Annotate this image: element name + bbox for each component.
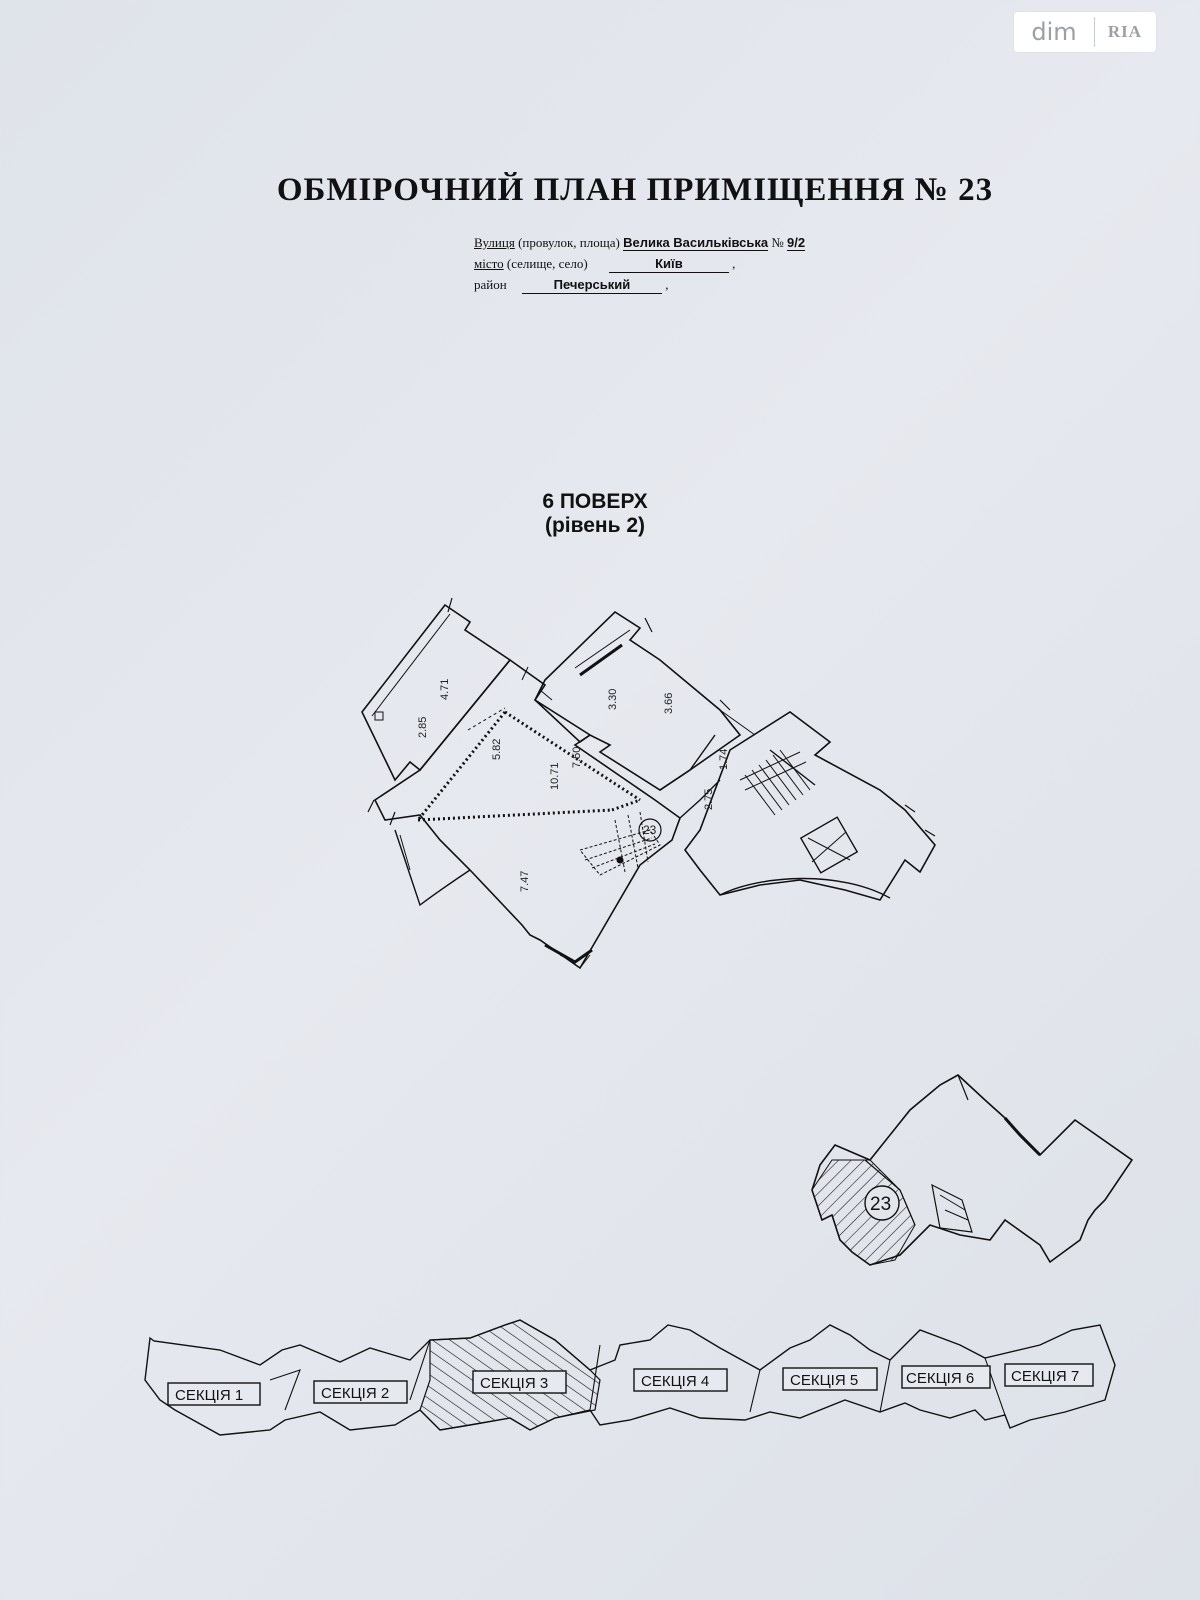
svg-text:СЕКЦІЯ 5: СЕКЦІЯ 5 — [790, 1372, 858, 1389]
svg-text:СЕКЦІЯ 7: СЕКЦІЯ 7 — [1011, 1368, 1079, 1385]
svg-text:СЕКЦІЯ 4: СЕКЦІЯ 4 — [641, 1373, 709, 1390]
dim-label: 3.30 — [607, 689, 619, 710]
city-value: Київ — [655, 256, 683, 271]
city-label: місто — [474, 256, 504, 271]
balcony-outline — [361, 603, 512, 782]
section-2-label: СЕКЦІЯ 2 — [313, 1380, 408, 1404]
internal-stair — [579, 811, 661, 876]
floor-number: 6 ПОВЕРХ — [542, 490, 648, 513]
number-label: № — [771, 235, 784, 250]
section-labels: СЕКЦІЯ 1 СЕКЦІЯ 2 СЕКЦІЯ 3 СЕКЦІЯ 4 СЕКЦ… — [167, 1363, 1094, 1406]
street-value: Велика Васильківська — [623, 235, 769, 251]
address-street-row: Вулиця (провулок, площа) Велика Василькі… — [474, 235, 806, 251]
address-district-row: район Печерський , — [474, 277, 669, 294]
dim-label: 1.74 — [718, 749, 730, 770]
dim-label: 7.47 — [519, 871, 531, 892]
dim-ria-watermark: dim RIA — [1014, 12, 1156, 52]
stair-core-outline — [684, 711, 936, 901]
watermark-dim-text: dim — [1031, 18, 1077, 46]
key-plan-unit-hatch — [811, 1159, 916, 1266]
address-city-row: місто (селище, село) Київ , — [474, 256, 736, 273]
svg-text:СЕКЦІЯ 3: СЕКЦІЯ 3 — [480, 1375, 548, 1392]
watermark-divider — [1094, 17, 1095, 47]
svg-text:СЕКЦІЯ 6: СЕКЦІЯ 6 — [906, 1370, 974, 1387]
key-plan-marker: 23 — [864, 1185, 900, 1221]
district-value: Печерський — [553, 277, 631, 292]
district-label: район — [474, 277, 507, 292]
dim-label: 2.85 — [417, 717, 429, 738]
key-plan-unit-marker: 23 — [870, 1194, 891, 1215]
section-7-label: СЕКЦІЯ 7 — [1004, 1363, 1094, 1387]
dim-label: 3.66 — [663, 693, 675, 714]
svg-text:СЕКЦІЯ 2: СЕКЦІЯ 2 — [321, 1385, 389, 1402]
dim-label: 7.50 — [571, 747, 583, 768]
mezzanine-edge — [416, 710, 641, 822]
section-3-label: СЕКЦІЯ 3 — [472, 1370, 567, 1394]
section-6-label: СЕКЦІЯ 6 — [901, 1365, 991, 1389]
street-hint: (провулок, площа) — [518, 235, 620, 250]
upper-room-outline — [534, 610, 742, 791]
dim-label: 4.71 — [439, 679, 451, 700]
section-5-label: СЕКЦІЯ 5 — [782, 1367, 878, 1391]
main-room-outline — [373, 658, 681, 970]
lift-shaft — [799, 816, 859, 874]
watermark-ria-text: RIA — [1107, 22, 1143, 41]
section-1-label: СЕКЦІЯ 1 — [167, 1382, 261, 1406]
document-title: ОБМІРОЧНИЙ ПЛАН ПРИМІЩЕННЯ № 23 — [276, 172, 994, 208]
plan-dimensions: 4.71 2.85 5.82 7.50 10.71 3.30 3.66 1.74… — [417, 679, 730, 892]
dim-label: 5.82 — [491, 739, 503, 760]
city-hint: (селище, село) — [506, 256, 588, 271]
stair-flight — [739, 749, 816, 816]
unit-marker: 23 — [643, 823, 657, 837]
floor-plan — [361, 597, 936, 970]
floor-heading: 6 ПОВЕРХ (рівень 2) — [480, 490, 710, 538]
dim-label: 2.75 — [703, 789, 715, 810]
number-value: 9/2 — [787, 235, 806, 251]
floor-level: (рівень 2) — [544, 514, 646, 537]
street-label: Вулиця — [474, 235, 515, 250]
svg-text:СЕКЦІЯ 1: СЕКЦІЯ 1 — [175, 1387, 243, 1404]
section-4-label: СЕКЦІЯ 4 — [633, 1368, 728, 1392]
dim-label: 10.71 — [549, 762, 561, 790]
